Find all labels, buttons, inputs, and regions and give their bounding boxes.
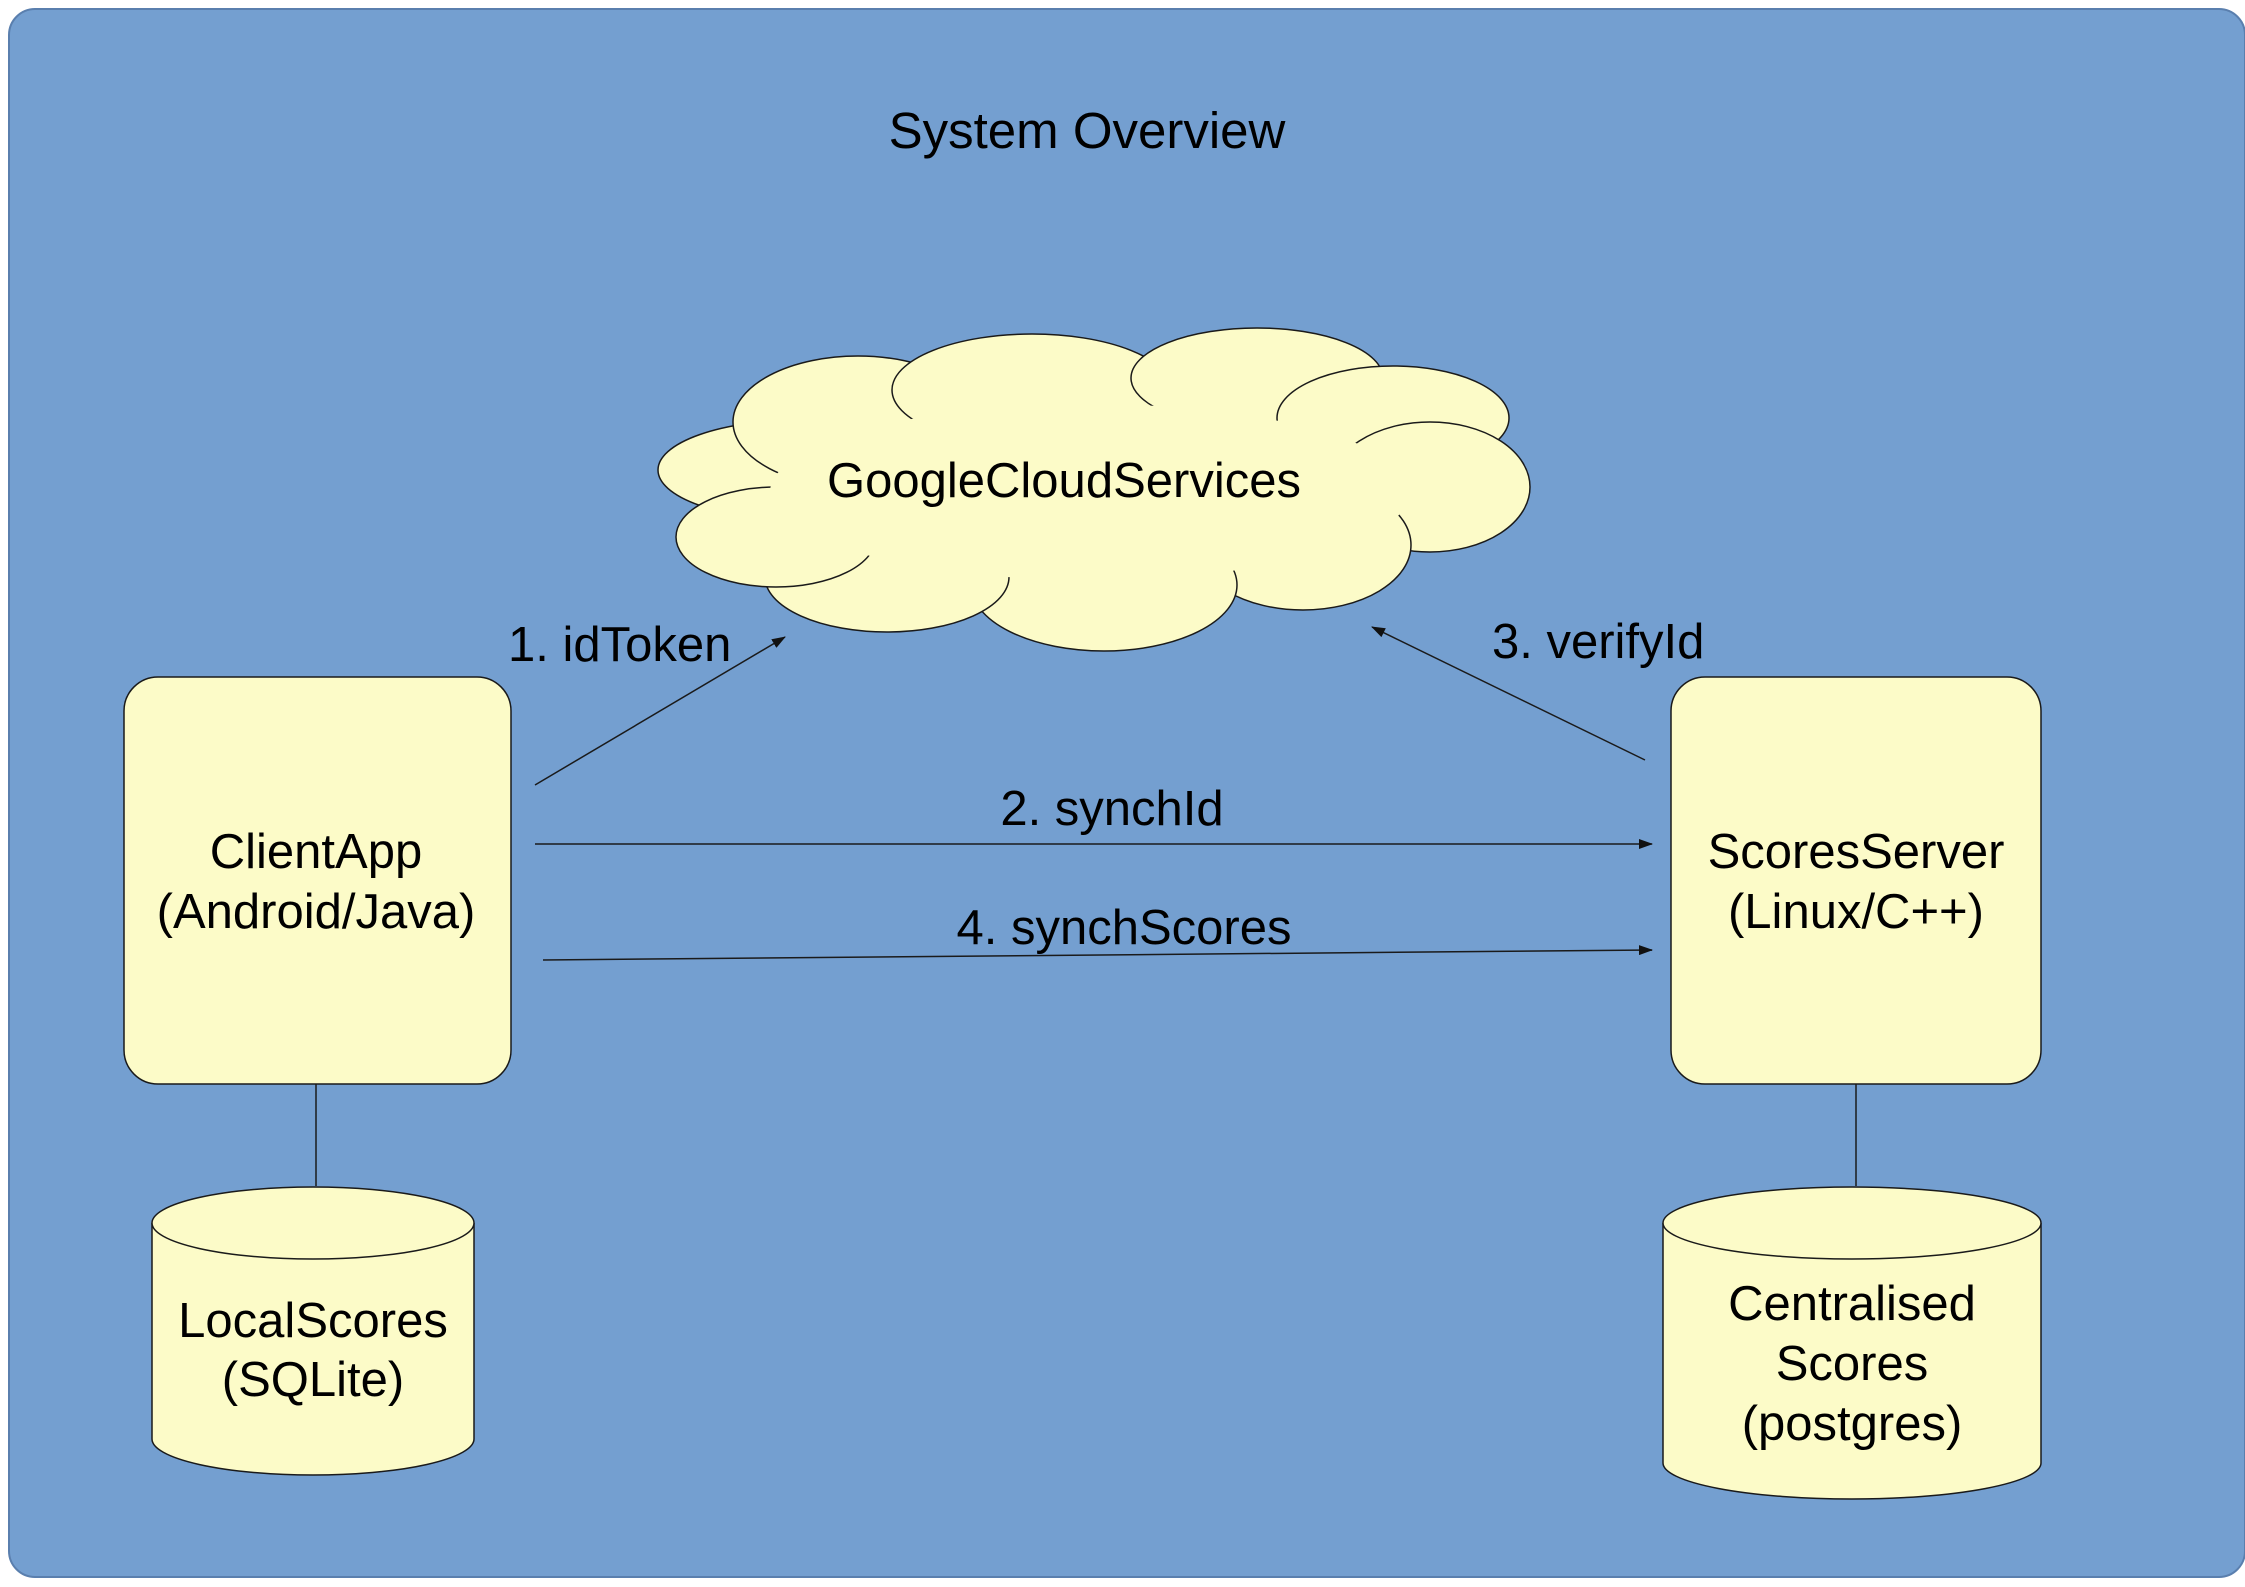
edge-id-token-label: 1. idToken (508, 618, 731, 672)
diagram-background (8, 8, 2245, 1578)
scores-server-node: ScoresServer (Linux/C++) (1670, 676, 2042, 1085)
central-scores-line-1: Centralised (1728, 1277, 1976, 1331)
scores-server-name: ScoresServer (1708, 825, 2005, 879)
local-scores-name: LocalScores (178, 1294, 448, 1348)
edge-verify-id-label: 3. verifyId (1492, 615, 1704, 669)
centralised-scores-database: Centralised Scores (postgres) (1662, 1186, 2042, 1500)
edge-id-token: 1. idToken (508, 618, 786, 786)
edge-synch-scores-arrow (542, 945, 1653, 961)
edge-synch-scores-label: 4. synchScores (957, 901, 1292, 955)
edge-synch-id: 2. synchId (535, 782, 1653, 849)
client-app-name: ClientApp (210, 825, 422, 879)
edge-synch-scores: 4. synchScores (542, 901, 1653, 961)
edge-synch-id-label: 2. synchId (1000, 782, 1223, 836)
edge-id-token-arrow (534, 636, 786, 786)
client-app-node: ClientApp (Android/Java) (123, 676, 512, 1085)
local-scores-engine: (SQLite) (222, 1353, 404, 1407)
edge-verify-id: 3. verifyId (1371, 615, 1704, 761)
scores-server-platform: (Linux/C++) (1728, 885, 1984, 939)
cloud-label: GoogleCloudServices (827, 454, 1301, 508)
diagram-title: System Overview (889, 102, 1286, 159)
central-scores-line-2: Scores (1776, 1337, 1929, 1391)
edge-verify-id-arrow (1371, 626, 1646, 761)
cloud-node-google-cloud-services: GoogleCloudServices (657, 327, 1531, 652)
central-scores-line-3: (postgres) (1742, 1397, 1963, 1451)
client-app-platform: (Android/Java) (157, 885, 476, 939)
local-scores-database: LocalScores (SQLite) (151, 1186, 475, 1476)
